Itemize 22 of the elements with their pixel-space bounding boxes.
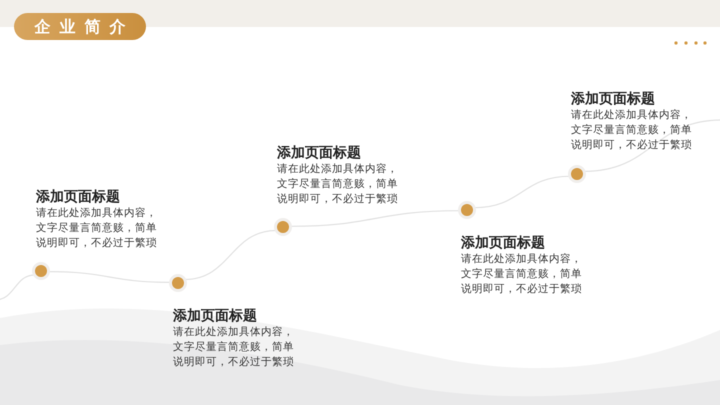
curve-line xyxy=(48,271,171,283)
curve-line xyxy=(290,210,460,227)
timeline-dot xyxy=(277,221,289,233)
description-text: 请在此处添加具体内容，文字尽量言简意赅，简单说明即可，不必过于繁琐 xyxy=(277,162,399,207)
timeline-dot xyxy=(35,265,47,277)
description-text: 请在此处添加具体内容，文字尽量言简意赅，简单说明即可，不必过于繁琐 xyxy=(461,252,583,297)
title-pill: 企业简介 xyxy=(14,13,146,40)
heading: 添加页面标题 xyxy=(277,144,361,162)
curve-line xyxy=(474,176,570,208)
timeline-dot xyxy=(461,204,473,216)
heading: 添加页面标题 xyxy=(461,234,545,252)
description-text: 请在此处添加具体内容，文字尽量言简意赅，简单说明即可，不必过于繁琐 xyxy=(173,325,295,370)
heading: 添加页面标题 xyxy=(173,307,257,325)
description-text: 请在此处添加具体内容，文字尽量言简意赅，简单说明即可，不必过于繁琐 xyxy=(36,206,158,251)
timeline-dot xyxy=(172,277,184,289)
heading: 添加页面标题 xyxy=(571,90,655,108)
curve-line xyxy=(584,119,720,172)
description-text: 请在此处添加具体内容，文字尽量言简意赅，简单说明即可，不必过于繁琐 xyxy=(571,108,693,153)
timeline-dot xyxy=(571,168,583,180)
curve-line xyxy=(0,274,35,301)
curve-line xyxy=(184,230,276,280)
heading: 添加页面标题 xyxy=(36,188,120,206)
